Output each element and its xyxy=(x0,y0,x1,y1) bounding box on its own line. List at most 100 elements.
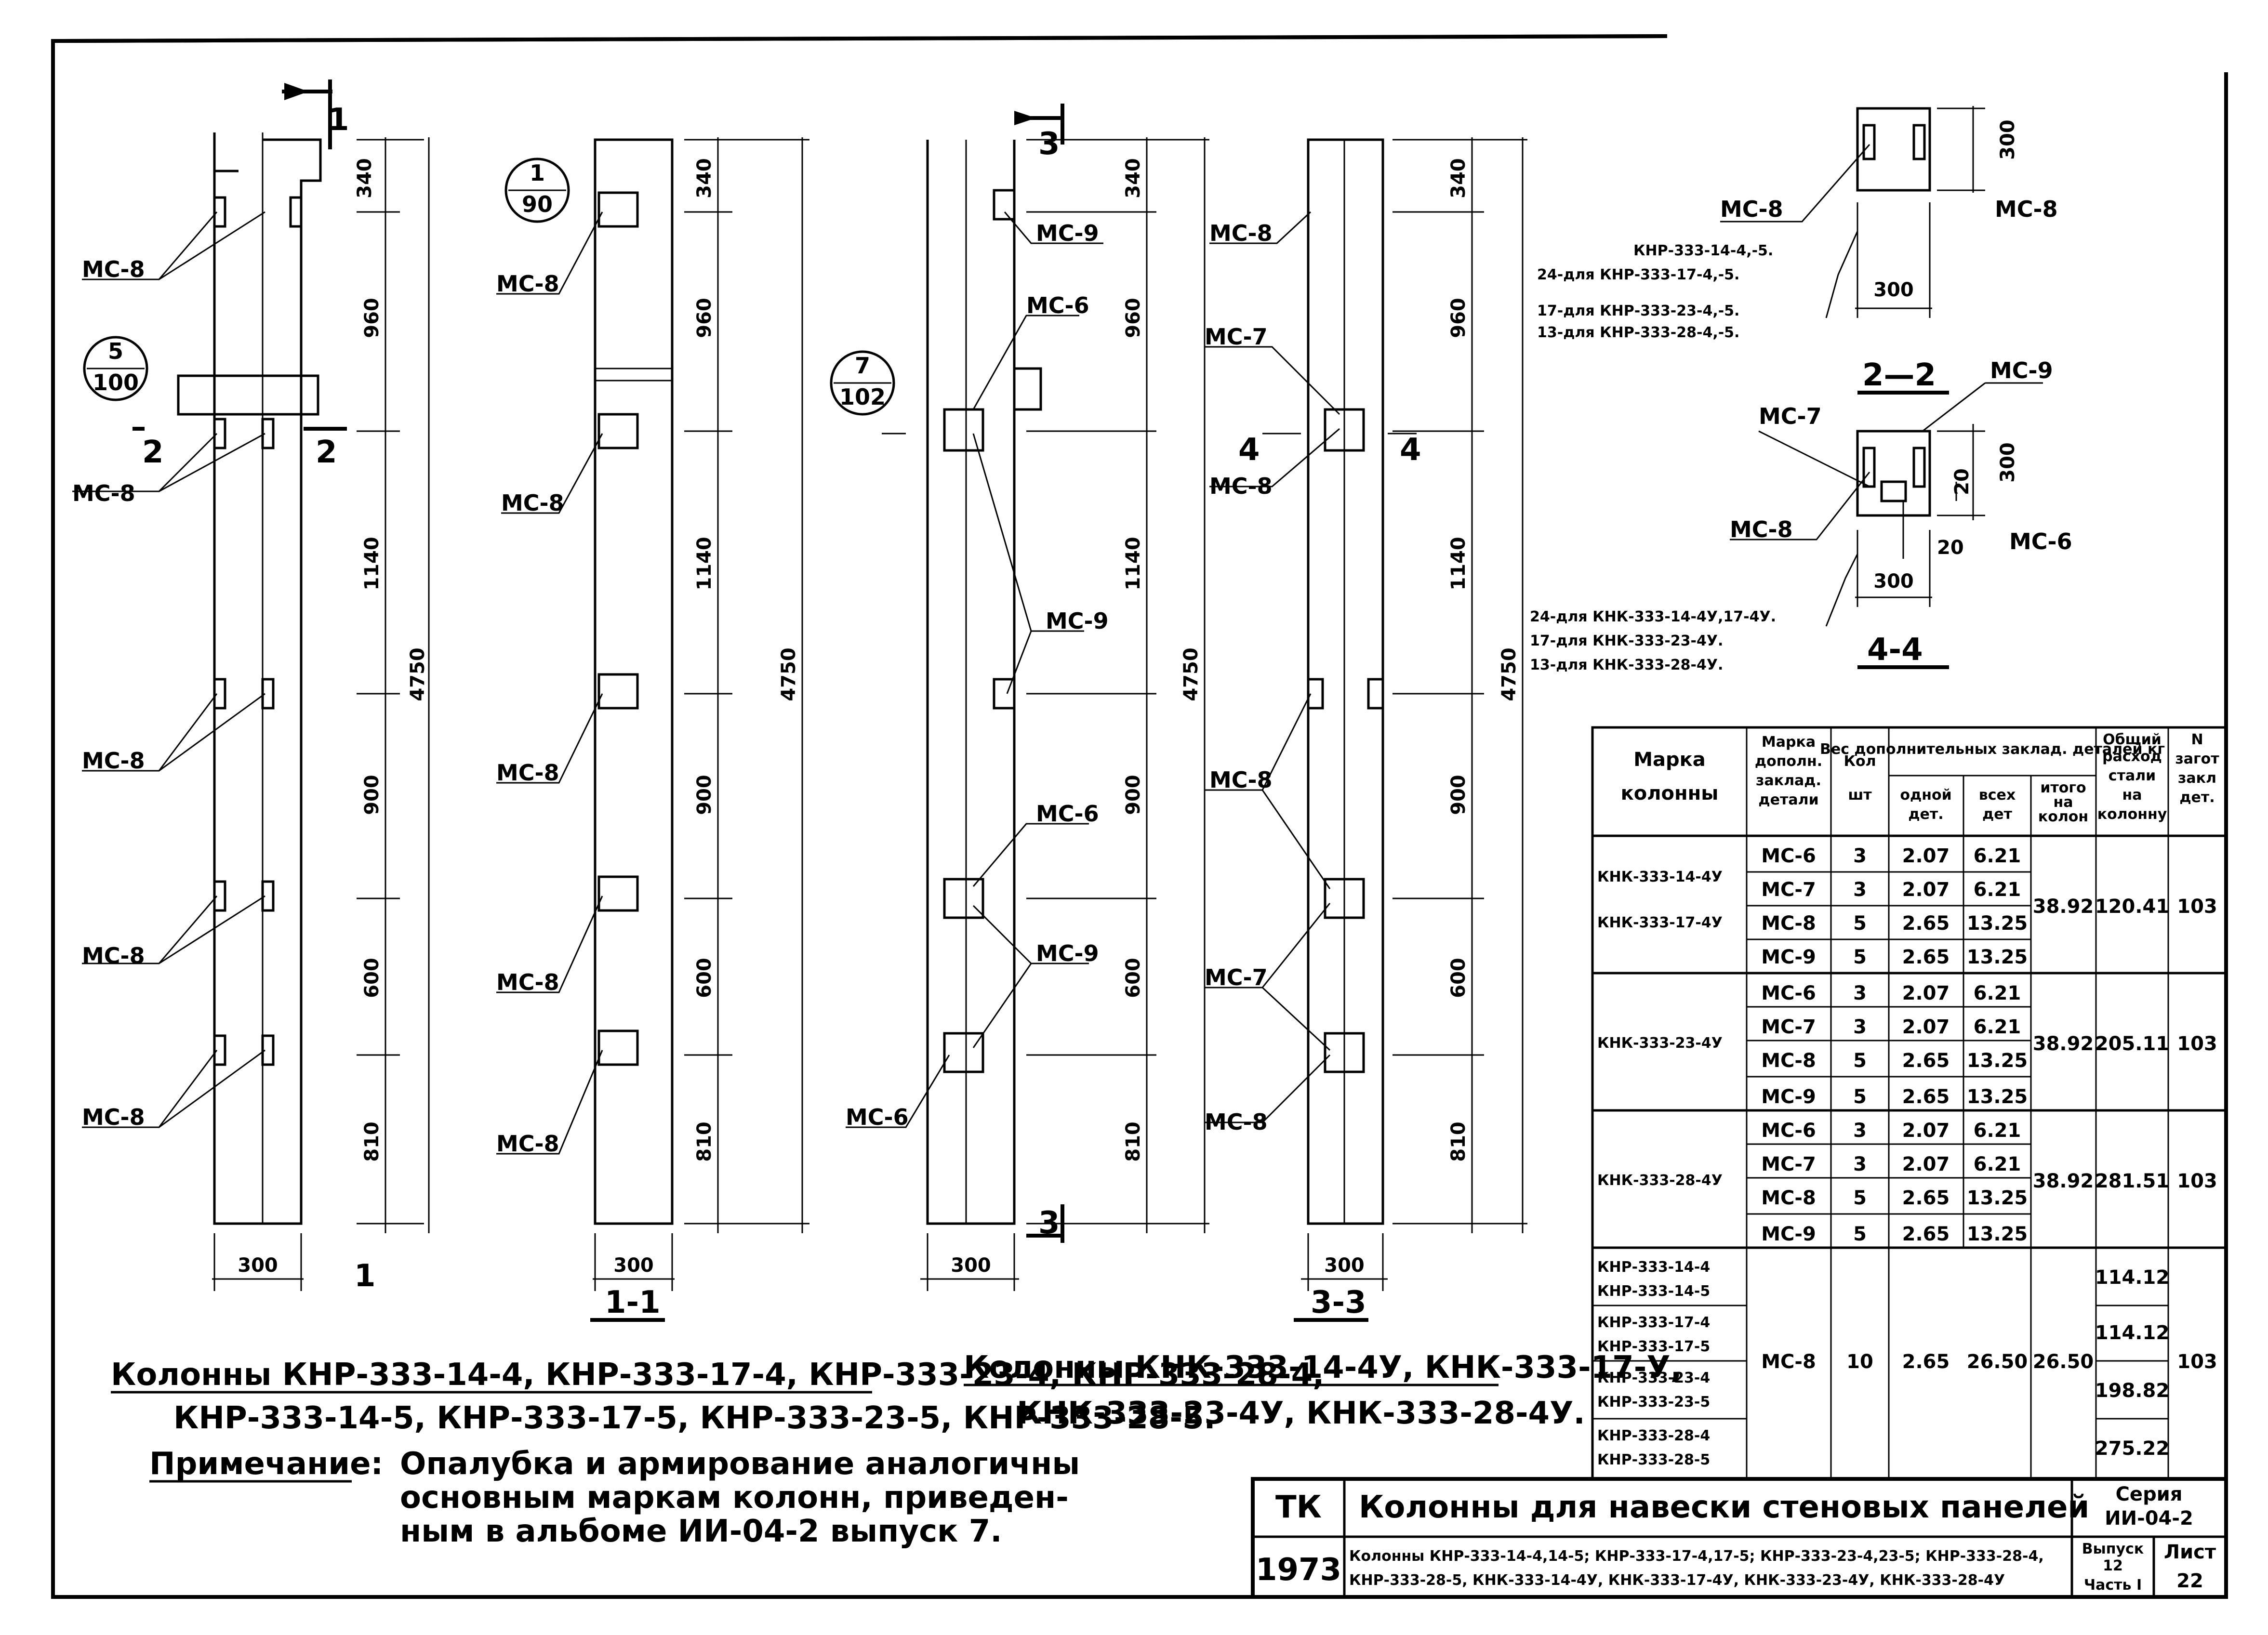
tb-desc-line2: КНР-333-28-5, КНК-333-14-4У, КНК-333-17-… xyxy=(1349,1572,2005,1589)
table-one: 2.07 xyxy=(1902,1153,1950,1175)
dims-column-2: 340 960 1140 900 600 810 4750 xyxy=(693,158,800,1162)
table-mark: КНР-333-17-4 xyxy=(1597,1314,1710,1331)
tb-issue: 12 xyxy=(2103,1557,2123,1574)
table-steel: 198.82 xyxy=(2095,1380,2169,1402)
caption-left-line2: КНР-333-14-5, КНР-333-17-5, КНР-333-23-5… xyxy=(173,1400,1216,1436)
table-draw: 103 xyxy=(2177,896,2217,918)
table-qty: 5 xyxy=(1853,1050,1867,1072)
table-part: МС-6 xyxy=(1761,1120,1816,1142)
section-2-2 xyxy=(1720,106,1985,395)
table-all: 13.25 xyxy=(1967,1086,2028,1108)
table-steel: 281.51 xyxy=(2095,1170,2169,1192)
th-part: дополн. xyxy=(1755,753,1822,770)
note-line1: Опалубка и армирование аналогичны xyxy=(400,1446,1080,1482)
dim-text: 4750 xyxy=(1498,647,1520,701)
table-mark: КНР-333-17-5 xyxy=(1597,1338,1710,1355)
label-ms8: МС-8 xyxy=(1995,196,2058,222)
label-ms6: МС-6 xyxy=(1036,801,1099,827)
table-all: 13.25 xyxy=(1967,912,2028,935)
th-part: Марка xyxy=(1762,734,1816,751)
dim-text: 810 xyxy=(1447,1121,1470,1162)
th-part: заклад. xyxy=(1756,772,1821,789)
table-all: 26.50 xyxy=(1967,1351,2028,1373)
label-ms8: МС-8 xyxy=(496,760,559,786)
callout-5-sheet: 100 xyxy=(93,369,139,396)
table-grid xyxy=(1591,726,2228,1480)
dim-text: 1140 xyxy=(1447,537,1470,590)
tb-issue-label: Выпуск xyxy=(2082,1541,2144,1557)
label-ms6: МС-6 xyxy=(2009,528,2072,554)
table-one: 2.07 xyxy=(1902,1016,1950,1038)
section-3-3-title: 3-3 xyxy=(1311,1285,1366,1320)
dim-text: 960 xyxy=(1122,298,1144,338)
table-part: МС-9 xyxy=(1761,1223,1816,1245)
table-qty: 3 xyxy=(1853,879,1867,901)
th-all: дет xyxy=(1982,806,2013,823)
dim-text: 600 xyxy=(361,958,383,998)
dim-text: 20 xyxy=(1937,537,1964,559)
table-total: 38.92 xyxy=(2033,1170,2094,1192)
label-ms8: МС-8 xyxy=(1720,196,1783,222)
tb-part: Часть I xyxy=(2084,1577,2142,1594)
section-4-4-title: 4-4 xyxy=(1867,632,1923,668)
dim-text: 300 xyxy=(1873,279,1914,301)
dim-width: 300 xyxy=(613,1254,654,1277)
th-qty: Кол xyxy=(1844,753,1876,770)
table-draw: 103 xyxy=(2177,1351,2217,1373)
table-all: 6.21 xyxy=(1974,845,2021,867)
cut-mark-3: 3 xyxy=(1038,1205,1060,1241)
table-one: 2.65 xyxy=(1902,1086,1950,1108)
section-1-1-title: 1-1 xyxy=(605,1285,661,1320)
dim-text: 600 xyxy=(693,958,716,998)
cut-mark-3: 3 xyxy=(1038,126,1060,162)
caption-right-line2: КНК-333-23-4У, КНК-333-28-4У. xyxy=(1017,1396,1585,1431)
table-total: 38.92 xyxy=(2033,896,2094,918)
table-total: 38.92 xyxy=(2033,1033,2094,1055)
table-qty: 5 xyxy=(1853,1187,1867,1209)
table-all: 13.25 xyxy=(1967,1223,2028,1245)
table-all: 6.21 xyxy=(1974,1120,2021,1142)
table-one: 2.07 xyxy=(1902,1120,1950,1142)
th-total: на xyxy=(2054,794,2073,811)
th-qty: шт xyxy=(1848,787,1872,804)
table-all: 13.25 xyxy=(1967,1187,2028,1209)
table-steel: 114.12 xyxy=(2095,1322,2169,1344)
tb-year: 1973 xyxy=(1256,1552,1341,1588)
tb-title: Колонны для навески стеновых панелей xyxy=(1359,1490,2089,1525)
label-ms8: МС-8 xyxy=(82,943,145,969)
column-elevation-1 xyxy=(72,79,430,1291)
dim-text: 600 xyxy=(1122,958,1144,998)
th-steel: стали xyxy=(2109,767,2156,784)
table-part: МС-8 xyxy=(1761,912,1816,935)
note-22-line2: 24-для КНР-333-17-4,-5. xyxy=(1537,266,1739,283)
dim-text: 340 xyxy=(1122,158,1144,198)
table-part: МС-7 xyxy=(1761,879,1816,901)
caption-left-line1: Колонны КНР-333-14-4, КНР-333-17-4, КНР-… xyxy=(111,1357,1324,1393)
dim-text: 960 xyxy=(1447,298,1470,338)
table-one: 2.07 xyxy=(1902,982,1950,1004)
dim-text: 900 xyxy=(1122,775,1144,815)
table-mark: КНК-333-23-4У xyxy=(1597,1035,1723,1052)
dims-column-4: 340 960 1140 900 600 810 4750 xyxy=(1447,158,1520,1162)
th-draw: загот xyxy=(2175,751,2219,767)
titleblock-grid xyxy=(1251,1477,2228,1599)
th-weight: Вес дополнительных заклад. деталей кг xyxy=(1820,741,2165,758)
dim-text: 1140 xyxy=(693,537,716,590)
table-draw: 103 xyxy=(2177,1033,2217,1055)
table-qty: 5 xyxy=(1853,912,1867,935)
cut-mark-2: 2 xyxy=(142,435,164,470)
th-mark: колонны xyxy=(1621,782,1719,804)
note-44-line2: 17-для КНК-333-23-4У. xyxy=(1530,633,1723,649)
th-total: колон xyxy=(2038,808,2088,825)
label-ms8: МС-8 xyxy=(501,490,564,516)
table-group: КНК-333-28-4У МС-6 3 2.07 6.21 МС-7 3 2.… xyxy=(1597,1120,2217,1245)
callout-5-number: 5 xyxy=(108,338,123,364)
column-elevation-4 xyxy=(1205,137,1527,1322)
table-one: 2.65 xyxy=(1902,1351,1950,1373)
table-part: МС-8 xyxy=(1761,1050,1816,1072)
dim-width: 300 xyxy=(951,1254,991,1277)
th-one: одной xyxy=(1900,787,1951,804)
table-mark: КНК-333-17-4У xyxy=(1597,914,1723,931)
dim-text: 900 xyxy=(693,775,716,815)
